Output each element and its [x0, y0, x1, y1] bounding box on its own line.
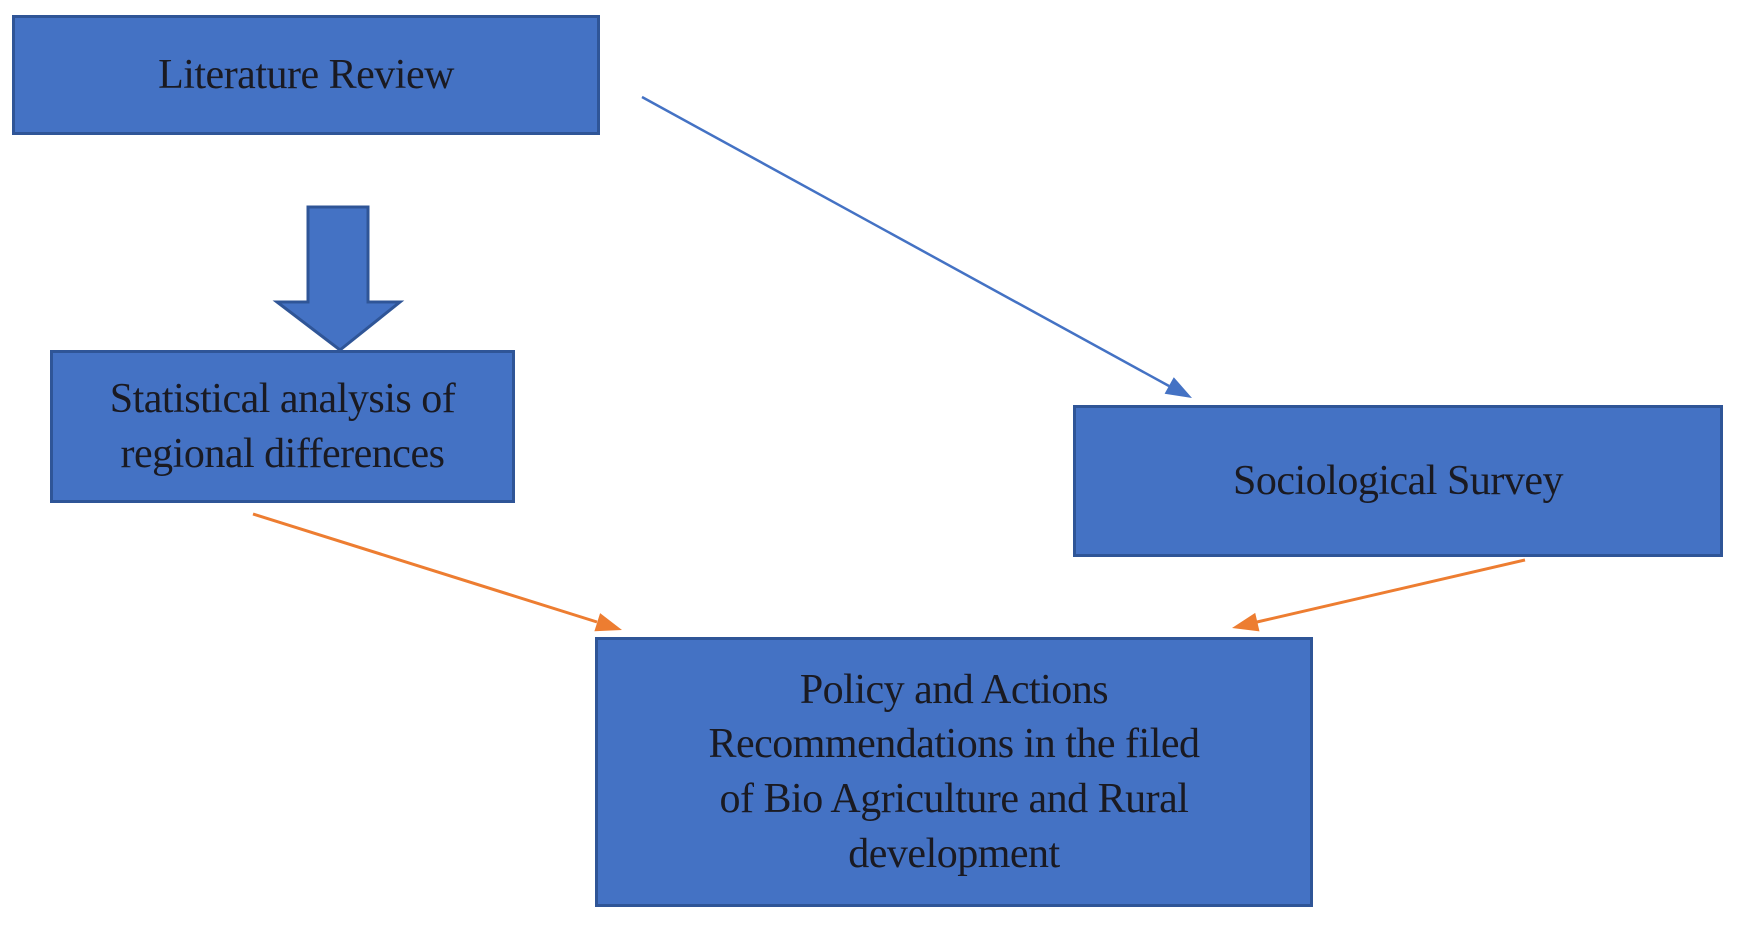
node-statistical-analysis: Statistical analysis of regional differe…: [50, 350, 515, 503]
node-label-line: of Bio Agriculture and Rural: [719, 776, 1189, 822]
connector-statistical-to-policy: [252, 512, 598, 624]
node-sociological-survey: Sociological Survey: [1073, 405, 1723, 557]
connector-survey-to-policy: [1256, 558, 1526, 624]
node-label-line: Statistical analysis of: [109, 375, 456, 422]
node-label-line: Policy and Actions: [799, 666, 1109, 713]
arrowhead-statistical-to-policy: [594, 613, 622, 632]
node-label: Sociological Survey: [1233, 457, 1563, 504]
node-literature-review: Literature Review: [12, 15, 600, 135]
arrowhead-literature-to-survey: [1164, 377, 1192, 398]
node-label-line: development: [848, 830, 1060, 877]
node-label-line: Recommendations in the filed: [708, 721, 1200, 768]
block-down-arrow: [272, 205, 405, 352]
arrowhead-survey-to-policy: [1232, 612, 1260, 632]
connector-literature-to-survey: [641, 95, 1170, 388]
node-policy-recommendations: Policy and Actions Recommendations in th…: [595, 637, 1313, 907]
node-label-line: regional differences: [120, 430, 445, 477]
node-label: Literature Review: [158, 51, 454, 98]
